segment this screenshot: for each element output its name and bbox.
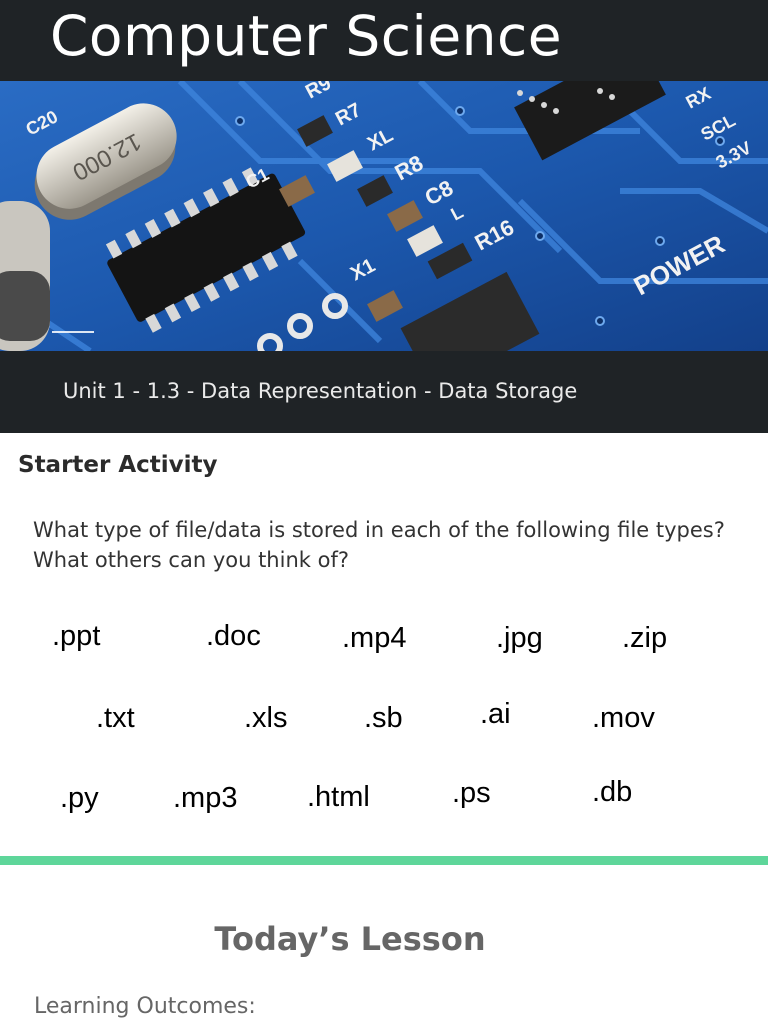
todays-lesson-heading: Today’s Lesson (214, 920, 486, 958)
file-type-ppt: .ppt (52, 620, 101, 652)
file-type-sb: .sb (364, 702, 403, 734)
question-line-1: What type of file/data is stored in each… (33, 518, 725, 542)
file-type-txt: .txt (96, 702, 135, 734)
subtitle-bar: Unit 1 - 1.3 - Data Representation - Dat… (0, 351, 768, 433)
file-type-ps: .ps (452, 777, 491, 809)
circuit-board-illustration: 12.000 (0, 81, 768, 351)
file-type-zip: .zip (622, 622, 668, 654)
file-type-mp4: .mp4 (342, 622, 407, 654)
file-type-py: .py (60, 782, 99, 814)
menu-line-icon[interactable] (52, 331, 94, 333)
learning-outcomes-label: Learning Outcomes: (34, 994, 256, 1019)
file-type-jpg: .jpg (496, 622, 543, 654)
file-type-mp3: .mp3 (173, 782, 238, 814)
unit-subtitle: Unit 1 - 1.3 - Data Representation - Dat… (63, 379, 578, 403)
question-line-2: What others can you think of? (33, 548, 349, 572)
circuit-board-banner-image: 12.000 (0, 81, 768, 351)
header-bar: Computer Science (0, 0, 768, 81)
file-type-doc: .doc (206, 620, 261, 652)
file-type-html: .html (307, 781, 370, 813)
site-title: Computer Science (50, 4, 563, 68)
file-type-db: .db (592, 776, 633, 808)
file-type-ai: .ai (480, 698, 511, 730)
section-divider (0, 856, 768, 865)
file-type-mov: .mov (592, 702, 655, 734)
file-type-xls: .xls (244, 702, 288, 734)
starter-activity-heading: Starter Activity (18, 452, 218, 478)
